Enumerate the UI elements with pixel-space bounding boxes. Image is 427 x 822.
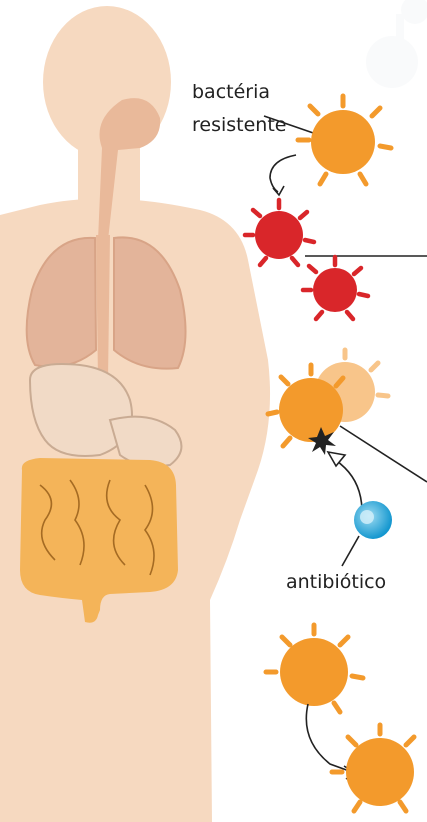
bacterium-resistant-orange xyxy=(298,96,391,184)
bacterium-orange-4 xyxy=(332,725,414,811)
antibiotic-arrow-line xyxy=(334,458,362,512)
antibiotic-arrowhead-icon xyxy=(328,452,345,466)
antibiotic-label: antibiótico xyxy=(286,571,386,593)
resistant-bacteria-label-line2: resistente xyxy=(192,114,286,136)
antibiotic-molecule-icon xyxy=(354,501,392,539)
attacked-leader-line xyxy=(340,426,427,482)
background-molecule xyxy=(366,0,427,88)
bacterium-red-2 xyxy=(303,257,368,319)
replication-arrow-line xyxy=(306,704,352,772)
bacterium-red-1 xyxy=(245,200,314,265)
division-arrowhead-1 xyxy=(273,186,284,195)
resistant-bacteria-label-line1: bactéria xyxy=(192,81,270,103)
antibiotic-label-leader-line xyxy=(342,536,359,566)
bacterium-orange-3 xyxy=(266,625,363,712)
